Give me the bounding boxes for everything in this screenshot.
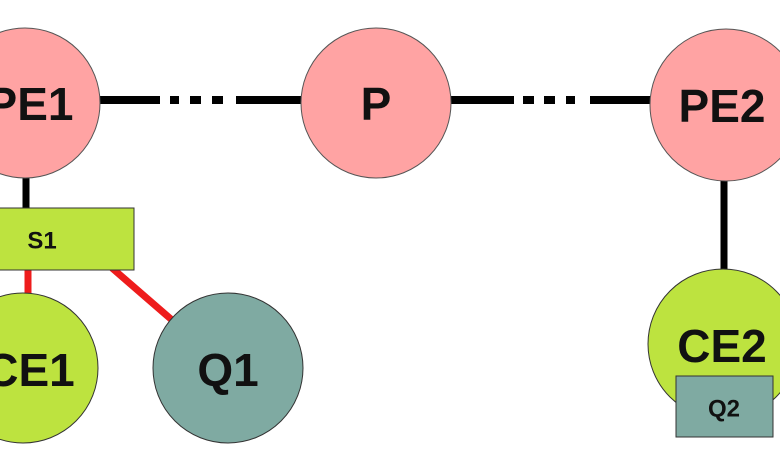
- node-s1: S1: [0, 207, 135, 271]
- node-q2-label: Q2: [708, 396, 740, 423]
- link-s1-q1: [109, 265, 175, 323]
- node-ce2-label: CE2: [677, 320, 766, 372]
- node-q1-label: Q1: [197, 344, 258, 396]
- node-ce1-label: CE1: [0, 344, 75, 396]
- node-pe1: PE1: [0, 27, 101, 179]
- node-pe1-label: PE1: [0, 78, 73, 130]
- node-q2: Q2: [675, 375, 774, 438]
- node-s1-label: S1: [27, 228, 56, 255]
- node-q1: Q1: [152, 292, 304, 444]
- node-pe2-label: PE2: [679, 80, 766, 132]
- node-p: P: [300, 27, 452, 179]
- node-p-label: P: [361, 78, 392, 130]
- node-ce1: CE1: [0, 292, 99, 444]
- node-pe2: PE2: [649, 28, 780, 182]
